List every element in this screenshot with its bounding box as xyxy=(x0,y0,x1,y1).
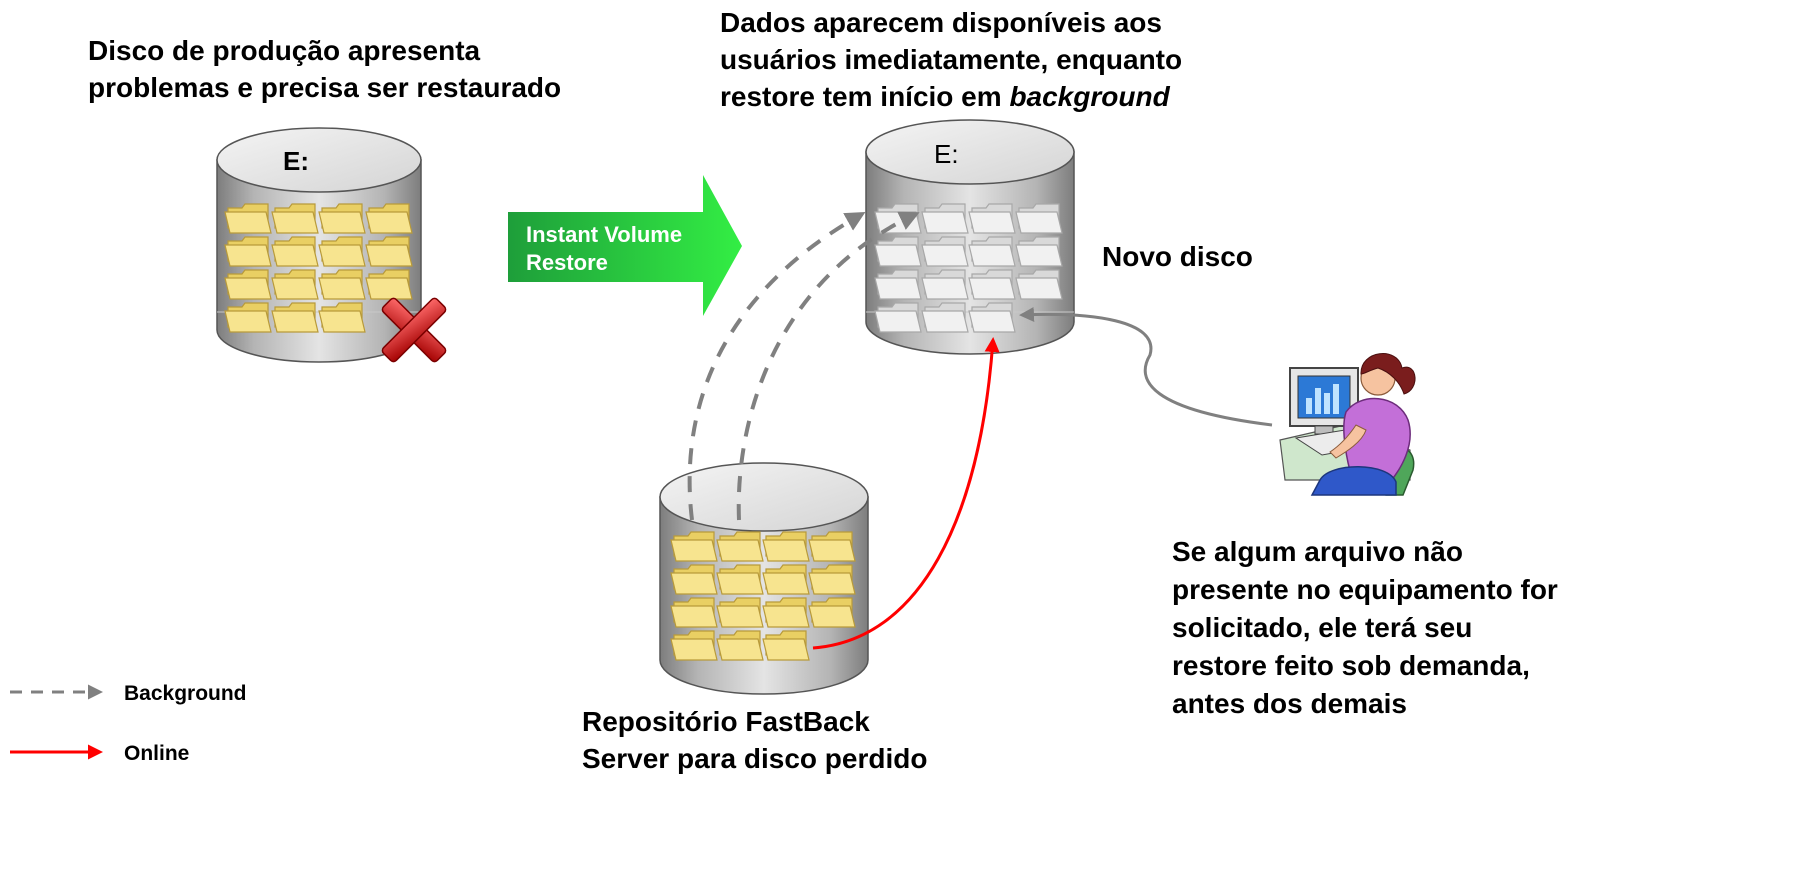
availability-caption-line3: restore tem início em background xyxy=(720,78,1182,115)
folder-icon xyxy=(808,597,856,628)
instant-volume-restore-arrow: Instant Volume Restore xyxy=(508,175,742,316)
availability-caption-line1: Dados aparecem disponíveis aos xyxy=(720,7,1162,38)
folder-icon xyxy=(716,531,764,562)
folder-icon xyxy=(968,269,1016,300)
folder-icon xyxy=(874,203,922,234)
folder-icon xyxy=(874,236,922,267)
new-disk: E: xyxy=(865,119,1075,355)
availability-caption: Dados aparecem disponíveis aos usuários … xyxy=(720,4,1182,115)
repository-caption: Repositório FastBack Server para disco p… xyxy=(582,703,927,777)
production-disk: E: xyxy=(216,127,422,363)
folder-icon xyxy=(1015,269,1063,300)
folder-icon xyxy=(968,236,1016,267)
folder-icon xyxy=(762,531,810,562)
folder-icon xyxy=(762,597,810,628)
legend: Background Online xyxy=(10,682,247,765)
folder-icon xyxy=(874,269,922,300)
folder-icon xyxy=(271,236,319,267)
folder-icon xyxy=(1015,203,1063,234)
folder-icon xyxy=(318,236,366,267)
new-disk-label: E: xyxy=(934,139,959,169)
repository-caption-line2: Server para disco perdido xyxy=(582,743,928,774)
on-demand-caption-line1: Se algum arquivo não xyxy=(1172,536,1463,567)
production-caption-line2: problemas e precisa ser restaurado xyxy=(88,72,562,103)
availability-caption-prefix: restore tem início em xyxy=(720,81,1010,112)
folder-icon xyxy=(921,236,969,267)
background-flow-1 xyxy=(687,212,866,521)
folder-icon xyxy=(670,597,718,628)
production-caption-line1: Disco de produção apresenta xyxy=(88,35,481,66)
folder-icon xyxy=(808,531,856,562)
folder-icon xyxy=(921,302,969,333)
repository-folders xyxy=(670,531,856,661)
folder-icon xyxy=(318,203,366,234)
folder-icon xyxy=(716,630,764,661)
repository-caption-line1: Repositório FastBack xyxy=(582,706,870,737)
on-demand-caption-line4: restore feito sob demanda, xyxy=(1172,650,1530,681)
new-disk-caption: Novo disco xyxy=(1102,241,1253,272)
folder-icon xyxy=(716,597,764,628)
folder-icon xyxy=(716,564,764,595)
on-demand-caption-line5: antes dos demais xyxy=(1172,688,1407,719)
red-x-icon xyxy=(381,297,447,363)
on-demand-caption-line3: solicitado, ele terá seu xyxy=(1172,612,1473,643)
restore-arrow-label-line1: Instant Volume xyxy=(526,222,682,247)
folder-icon xyxy=(365,236,413,267)
folder-icon xyxy=(271,203,319,234)
folder-icon xyxy=(921,203,969,234)
folder-icon xyxy=(921,269,969,300)
folder-icon xyxy=(365,269,413,300)
production-disk-label: E: xyxy=(283,146,309,176)
folder-icon xyxy=(968,203,1016,234)
folder-icon xyxy=(271,302,319,333)
folder-icon xyxy=(762,630,810,661)
folder-icon xyxy=(318,302,366,333)
folder-icon xyxy=(968,302,1016,333)
restore-arrow-label-line2: Restore xyxy=(526,250,608,275)
folder-icon xyxy=(808,564,856,595)
folder-icon xyxy=(271,269,319,300)
folder-icon xyxy=(224,302,272,333)
availability-caption-line2: usuários imediatamente, enquanto xyxy=(720,44,1183,75)
folder-icon xyxy=(670,564,718,595)
user-at-computer-icon xyxy=(1279,353,1416,496)
user-request-flow xyxy=(1019,306,1273,427)
repository-disk xyxy=(659,462,869,695)
online-flow xyxy=(812,337,1000,650)
folder-icon xyxy=(224,236,272,267)
production-folders xyxy=(224,203,413,333)
folder-icon xyxy=(670,531,718,562)
on-demand-caption: Se algum arquivo não presente no equipam… xyxy=(1172,533,1558,723)
folder-icon xyxy=(762,564,810,595)
folder-icon xyxy=(365,203,413,234)
production-disk-caption: Disco de produção apresenta problemas e … xyxy=(88,32,561,106)
background-flow-2 xyxy=(736,211,920,521)
folder-icon xyxy=(224,269,272,300)
folder-icon xyxy=(318,269,366,300)
folder-icon xyxy=(874,302,922,333)
availability-caption-italic: background xyxy=(1009,81,1170,112)
legend-background-label: Background xyxy=(124,682,247,705)
on-demand-caption-line2: presente no equipamento for xyxy=(1172,574,1558,605)
folder-icon xyxy=(670,630,718,661)
folder-icon xyxy=(1015,236,1063,267)
legend-online-label: Online xyxy=(124,742,189,765)
folder-icon xyxy=(224,203,272,234)
